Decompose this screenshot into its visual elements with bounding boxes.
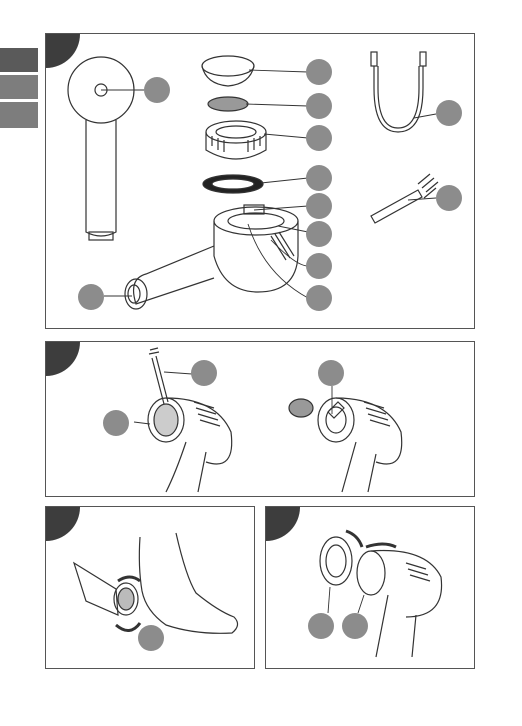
seal-ring-icon	[203, 175, 263, 193]
parts-overview-panel	[45, 33, 475, 329]
head-cleaning-panel	[45, 341, 475, 497]
filter-disc-icon	[208, 97, 248, 111]
callout-5	[306, 165, 332, 191]
language-tab-2	[0, 75, 38, 99]
callout-filter	[318, 360, 344, 386]
device-top-view-icon	[68, 57, 134, 240]
use-on-foot-panel	[45, 506, 255, 669]
language-tab-1	[0, 48, 38, 72]
callout-3	[306, 93, 332, 119]
callout-head	[103, 410, 129, 436]
callout-foot	[138, 625, 164, 651]
usb-cable-icon	[371, 52, 426, 132]
head-removal-illustration	[266, 507, 475, 669]
callout-12	[436, 185, 462, 211]
callout-head-part	[308, 613, 334, 639]
callout-8	[306, 253, 332, 279]
callout-2	[306, 59, 332, 85]
callout-1	[144, 77, 170, 103]
callout-10	[78, 284, 104, 310]
head-removal-panel	[265, 506, 475, 669]
rotation-arrow-icon	[118, 577, 140, 581]
cap-icon	[202, 56, 254, 86]
rotation-arrow-icon	[346, 531, 362, 547]
brush-on-head-icon	[148, 348, 232, 492]
callout-6	[306, 193, 332, 219]
callout-7	[306, 221, 332, 247]
device-body-icon	[125, 205, 298, 309]
roller-head-icon	[206, 121, 266, 159]
filter-removal-icon	[289, 398, 402, 492]
callout-brush	[191, 360, 217, 386]
language-tab-3	[0, 102, 38, 128]
callout-4	[306, 125, 332, 151]
foot-icon	[139, 533, 237, 633]
parts-illustration	[46, 34, 475, 329]
callout-body-part	[342, 613, 368, 639]
callout-9	[306, 285, 332, 311]
callout-11	[436, 100, 462, 126]
